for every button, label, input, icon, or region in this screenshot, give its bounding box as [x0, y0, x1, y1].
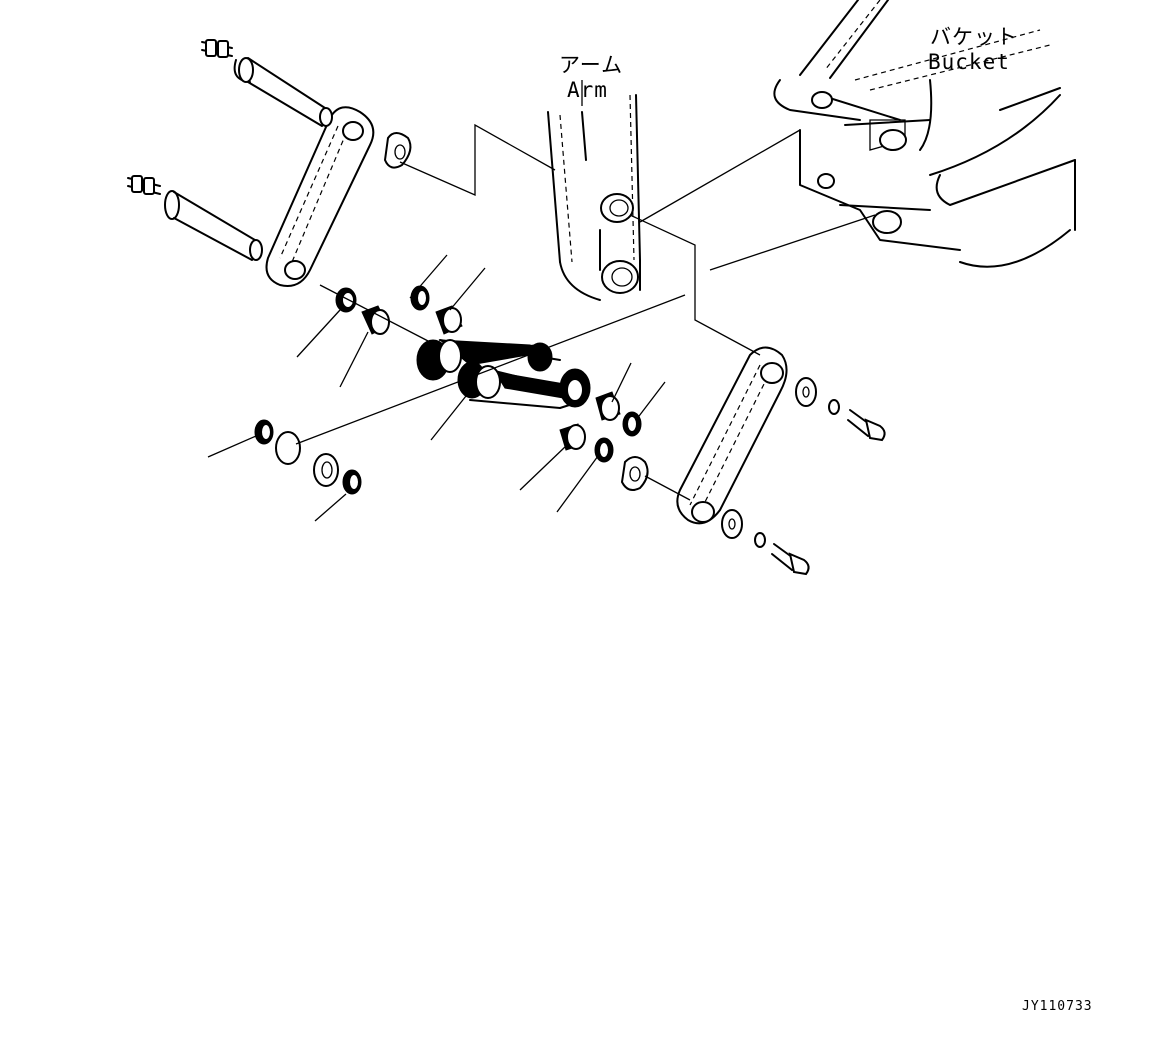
leader-lines	[207, 80, 666, 522]
h-link	[416, 339, 591, 409]
bucket-label-en: Bucket	[928, 50, 1010, 74]
right-link-plate	[676, 346, 788, 525]
upper-pin-with-grease-fitting	[201, 39, 333, 127]
seal-ring-2	[410, 285, 430, 311]
shim-plate-right	[620, 456, 649, 491]
assembly-center-lines	[295, 123, 876, 501]
thrust-washer-1	[275, 431, 301, 465]
arm-label-jp: アーム	[559, 53, 624, 77]
bushing-1	[361, 305, 390, 335]
upper-bolt-set	[795, 377, 886, 442]
thrust-washer-2	[313, 453, 339, 487]
bushing-3	[595, 391, 621, 421]
arm-part	[547, 94, 641, 301]
seal-ring-5	[254, 419, 274, 445]
bushing-4	[559, 423, 586, 451]
shim-plate-top	[383, 132, 412, 169]
seal-ring-6	[342, 469, 362, 495]
seal-ring-1	[335, 287, 357, 313]
bucket-part	[773, 0, 1076, 268]
drawing-code: JY110733	[1022, 999, 1093, 1014]
arm-label-en: Arm	[567, 78, 608, 102]
lower-pin-with-grease-fitting	[127, 175, 263, 261]
lower-bolt-set	[721, 509, 810, 576]
bushing-2	[435, 305, 463, 335]
seal-ring-3	[622, 411, 642, 437]
left-link-plate	[265, 106, 375, 287]
bucket-label-jp: バケット	[930, 25, 1018, 49]
seal-ring-4	[594, 437, 614, 463]
